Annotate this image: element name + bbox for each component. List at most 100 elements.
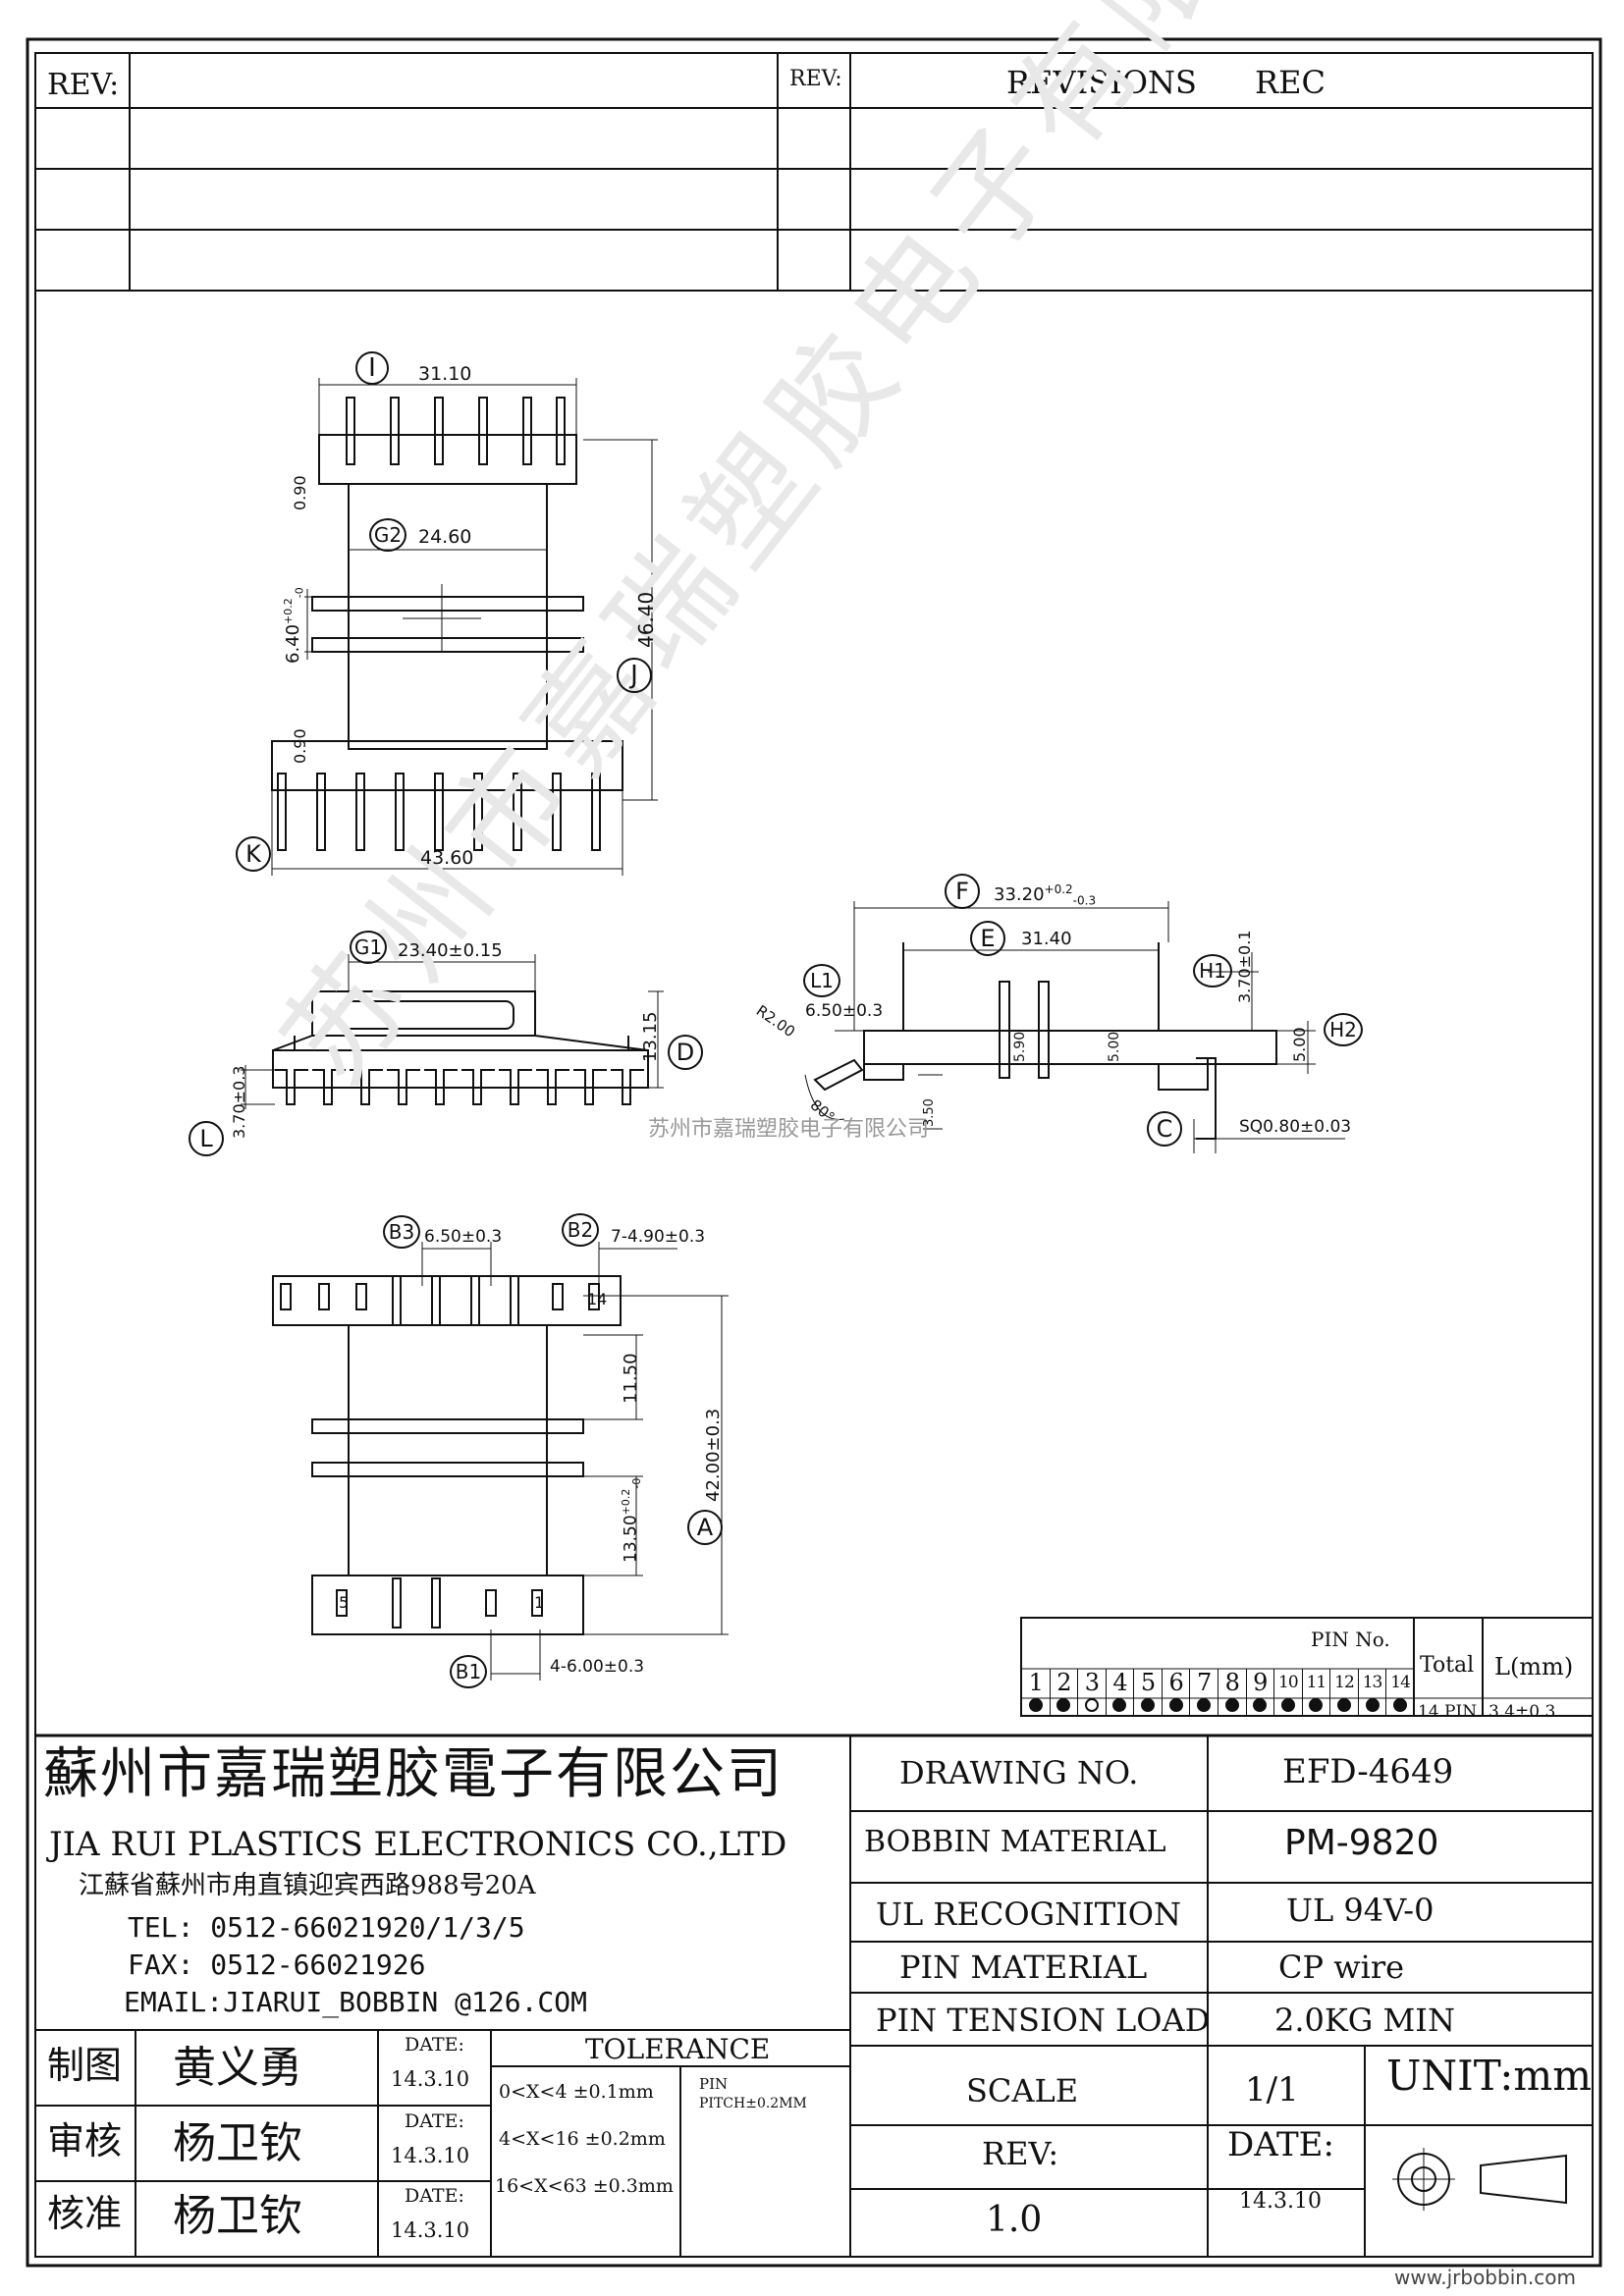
top-view-drawing bbox=[271, 378, 658, 876]
pin-present-dot-icon bbox=[1197, 1698, 1212, 1712]
label-L: L bbox=[189, 1121, 224, 1156]
dim-D: 13.15 bbox=[640, 1011, 661, 1062]
label-E: E bbox=[970, 921, 1005, 956]
pin-cell-9: 9 bbox=[1245, 1669, 1274, 1716]
pin-cell-4: 4 bbox=[1105, 1669, 1134, 1716]
pin-cell-2: 2 bbox=[1049, 1669, 1078, 1716]
dim-G1: 23.40±0.15 bbox=[398, 940, 503, 961]
ul-value: UL 94V-0 bbox=[1286, 1892, 1435, 1929]
ul-label: UL RECOGNITION bbox=[876, 1896, 1181, 1933]
pin-cell-number: 12 bbox=[1334, 1673, 1355, 1692]
pin-present-dot-icon bbox=[1336, 1698, 1351, 1712]
label-C: C bbox=[1147, 1111, 1182, 1147]
label-H1: H1 bbox=[1193, 954, 1232, 988]
signoff-role-draw: 制图 bbox=[47, 2044, 123, 2087]
revisions-label: REVISIONS bbox=[1006, 64, 1197, 101]
pin-table-total-value: 14 PIN bbox=[1418, 1702, 1478, 1722]
dim-A: 42.00±0.3 bbox=[703, 1408, 724, 1502]
pin-cell-number: 4 bbox=[1112, 1669, 1127, 1696]
company-name-cn: 蘇州市嘉瑞塑胶電子有限公司 bbox=[43, 1742, 784, 1806]
dim-E: 31.40 bbox=[1021, 929, 1072, 949]
tolerance-title: TOLERANCE bbox=[585, 2033, 771, 2065]
dim-B3: 6.50±0.3 bbox=[424, 1227, 503, 1247]
pin-cell-1: 1 bbox=[1021, 1669, 1050, 1716]
label-F: F bbox=[945, 874, 980, 909]
signoff-date-label-draw: DATE: bbox=[405, 2034, 464, 2056]
signoff-name-draw: 黄义勇 bbox=[173, 2043, 302, 2093]
company-email: EMAIL:JIARUI_BOBBIN @126.COM bbox=[124, 1986, 588, 2018]
pin-tension-label: PIN TENSION LOAD bbox=[876, 2002, 1211, 2039]
dim-5-90: 5.90 bbox=[1012, 1031, 1028, 1062]
signoff-role-approve: 核准 bbox=[47, 2192, 123, 2235]
pin-present-dot-icon bbox=[1112, 1698, 1127, 1712]
pin-cell-3: 3 bbox=[1077, 1669, 1106, 1716]
dim-L1: 6.50±0.3 bbox=[805, 1001, 884, 1021]
signoff-role-check: 审核 bbox=[47, 2119, 123, 2163]
tolerance-row-1: 0<X<4 ±0.1mm bbox=[499, 2081, 654, 2103]
label-A: A bbox=[687, 1510, 723, 1545]
pin-cell-12: 12 bbox=[1329, 1669, 1358, 1716]
pin-cell-5: 5 bbox=[1133, 1669, 1162, 1716]
rev-label: REV: bbox=[982, 2135, 1059, 2172]
label-H2: H2 bbox=[1324, 1013, 1363, 1046]
scale-value: 1/1 bbox=[1245, 2070, 1299, 2109]
tolerance-pin-label: PIN bbox=[699, 2075, 729, 2093]
label-G2: G2 bbox=[369, 518, 406, 552]
pin-cell-11: 11 bbox=[1301, 1669, 1330, 1716]
pin-present-dot-icon bbox=[1365, 1698, 1380, 1712]
label-B3: B3 bbox=[383, 1215, 420, 1249]
pin-cell-number: 11 bbox=[1306, 1673, 1327, 1692]
pin-present-dot-icon bbox=[1253, 1698, 1268, 1712]
pin-cell-number: 2 bbox=[1056, 1669, 1071, 1696]
dim-G2: 24.60 bbox=[418, 526, 472, 548]
signoff-date-label-approve: DATE: bbox=[405, 2185, 464, 2207]
pin-cell-number: 14 bbox=[1390, 1673, 1411, 1692]
label-B1: B1 bbox=[450, 1655, 487, 1688]
dim-0-90-bottom: 0.90 bbox=[291, 728, 309, 764]
tolerance-row-3: 16<X<63 ±0.3mm bbox=[495, 2175, 674, 2197]
signoff-name-approve: 杨卫钦 bbox=[173, 2191, 302, 2241]
dim-11-50: 11.50 bbox=[621, 1353, 641, 1404]
rev-label-mid: REV: bbox=[789, 67, 842, 91]
scale-label: SCALE bbox=[966, 2072, 1079, 2109]
dim-J: 46.40 bbox=[634, 591, 658, 648]
pin-cell-7: 7 bbox=[1189, 1669, 1218, 1716]
pin-present-dot-icon bbox=[1028, 1698, 1043, 1712]
front-view-drawing bbox=[241, 954, 664, 1109]
company-address: 江蘇省蘇州市甪直镇迎宾西路988号20A bbox=[79, 1871, 536, 1900]
label-D: D bbox=[668, 1035, 703, 1070]
pin-cell-13: 13 bbox=[1357, 1669, 1386, 1716]
dim-5-00-a: 5.00 bbox=[1107, 1031, 1122, 1062]
unit-label: UNIT:mm bbox=[1386, 2052, 1593, 2100]
label-J: J bbox=[617, 658, 652, 693]
pin-cell-8: 8 bbox=[1217, 1669, 1246, 1716]
company-name-en: JIA RUI PLASTICS ELECTRONICS CO.,LTD bbox=[49, 1825, 787, 1864]
pin-table-l-value: 3.4±0.3 bbox=[1489, 1702, 1556, 1722]
label-K: K bbox=[236, 836, 271, 872]
bobbin-material: PM-9820 bbox=[1284, 1823, 1439, 1863]
pin-cell-number: 3 bbox=[1084, 1669, 1100, 1696]
pin-present-dot-icon bbox=[1309, 1698, 1324, 1712]
pin-table-title: PIN No. bbox=[1311, 1628, 1390, 1651]
pin-cell-10: 10 bbox=[1273, 1669, 1302, 1716]
pin-present-dot-icon bbox=[1056, 1698, 1071, 1712]
pin-cell-number: 1 bbox=[1028, 1669, 1044, 1696]
pin-cell-6: 6 bbox=[1161, 1669, 1190, 1716]
dim-0-90-top: 0.90 bbox=[291, 475, 309, 510]
signoff-date-draw: 14.3.10 bbox=[391, 2067, 470, 2091]
company-tel: TEL: 0512-66021920/1/3/5 bbox=[128, 1911, 525, 1944]
label-B2: B2 bbox=[562, 1213, 599, 1247]
signoff-date-check: 14.3.10 bbox=[391, 2144, 470, 2167]
dim-B2: 7-4.90±0.3 bbox=[611, 1227, 706, 1247]
rec-label: REC bbox=[1255, 64, 1326, 101]
pin-cell-number: 9 bbox=[1253, 1669, 1268, 1696]
pin-cell-number: 7 bbox=[1197, 1669, 1212, 1696]
pin-absent-circle-icon bbox=[1084, 1698, 1099, 1712]
dim-K: 43.60 bbox=[420, 847, 474, 869]
rev-label-left: REV: bbox=[47, 68, 120, 102]
dim-F: 33.20+0.2-0.3 bbox=[994, 882, 1097, 908]
pin-table-total-label: Total bbox=[1420, 1653, 1475, 1678]
label-I: I bbox=[355, 351, 389, 385]
signoff-date-label-check: DATE: bbox=[405, 2110, 464, 2132]
